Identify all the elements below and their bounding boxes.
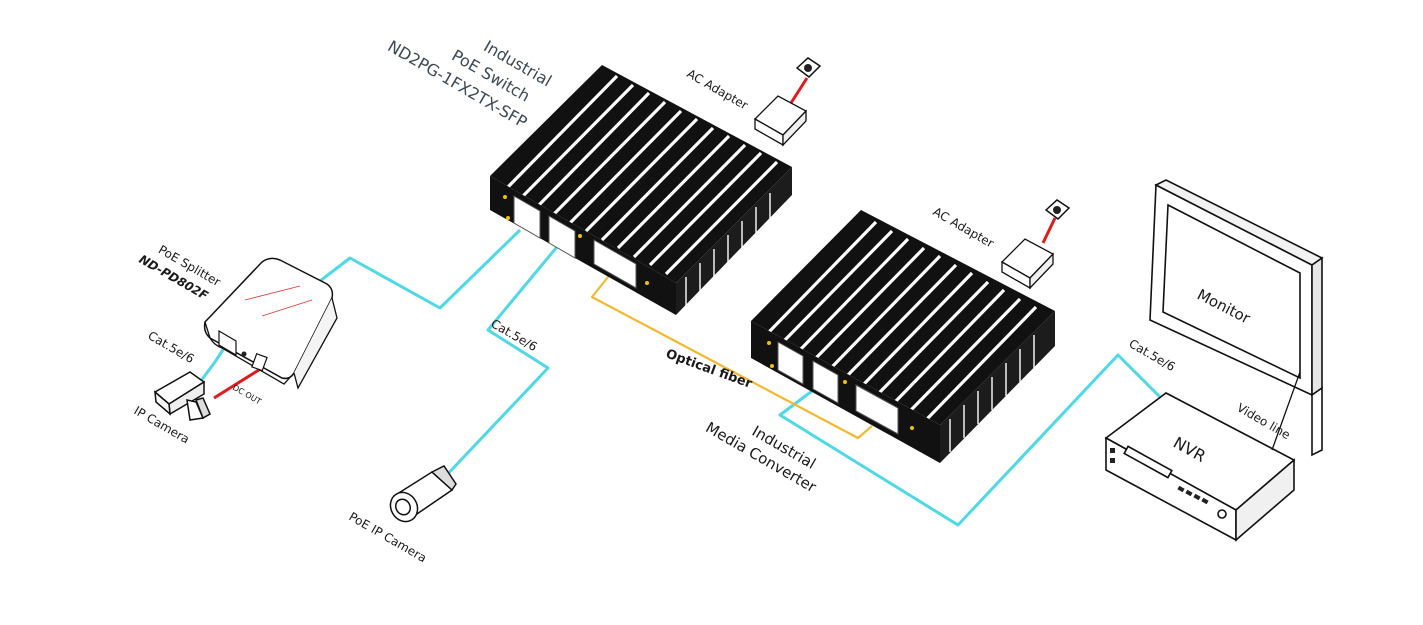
switch-led	[645, 281, 649, 285]
converter-side-fins	[949, 335, 1035, 452]
splitter-dc-port	[251, 352, 268, 372]
poe-ip-camera-label: PoE IP Camera	[347, 509, 430, 565]
switch-led	[503, 195, 507, 199]
converter-led	[910, 426, 914, 430]
optical-fiber-label: Optical fiber	[664, 347, 755, 392]
power-cables	[213, 77, 1057, 400]
media-converter-label: Industrial Media Converter	[703, 418, 821, 496]
switch-sfp-port	[593, 239, 637, 289]
switch-led	[578, 234, 582, 238]
nvr-buttons	[1110, 448, 1209, 505]
monitor-icon	[1149, 179, 1324, 457]
converter-led	[843, 380, 847, 384]
converter-led	[767, 341, 771, 345]
converter-side-face	[940, 311, 1055, 463]
wall-socket-icon	[1044, 199, 1071, 220]
wall-socket-icon	[795, 57, 822, 78]
nvr-icon	[1104, 392, 1296, 542]
ac-adapter-converter	[1000, 238, 1055, 290]
cable-label-splitter: Cat.5e/6	[146, 328, 197, 366]
power-cable-switch	[789, 77, 809, 104]
switch-port-1	[513, 195, 541, 239]
fiber-cable	[590, 271, 873, 440]
video-line-cable	[1271, 371, 1301, 451]
optical-fiber-line	[590, 271, 873, 440]
power-cable-splitter	[213, 366, 263, 400]
ethernet-cables	[198, 228, 1170, 527]
poe-splitter-label: PoE Splitter ND-PD802F	[137, 242, 223, 303]
power-cable-converter	[1041, 217, 1057, 244]
ethernet-cable-converter-to-nvr	[778, 353, 1170, 527]
cable-label-nvr: Cat.5e/6	[1127, 336, 1178, 374]
ac-adapter-label-converter: AC Adapter	[931, 204, 997, 250]
dc-out-label: DC OUT	[231, 383, 263, 407]
ip-camera-icon	[153, 371, 211, 421]
converter-sfp-port	[855, 384, 899, 435]
ac-adapter-label-switch: AC Adapter	[685, 66, 751, 112]
industrial-media-converter	[751, 210, 1055, 463]
poe-splitter	[203, 257, 338, 390]
splitter-led	[241, 351, 247, 357]
switch-port-2	[548, 215, 576, 259]
converter-port-1	[777, 341, 804, 385]
ip-camera-label: IP Camera	[132, 403, 192, 446]
converter-heatsink-fins	[765, 220, 1038, 421]
ethernet-cable-splitter-to-ipcamera	[198, 344, 228, 383]
ethernet-cable-switch-to-poe-camera	[440, 235, 568, 482]
industrial-poe-switch	[490, 65, 792, 315]
converter-port-2	[812, 360, 839, 404]
switch-side-face	[676, 167, 792, 315]
ac-adapter-switch	[753, 95, 808, 147]
ethernet-cable-splitter-to-switch	[319, 228, 522, 310]
switch-heatsink-fins	[504, 74, 779, 276]
converter-led	[770, 364, 774, 368]
switch-side-fins	[685, 193, 771, 306]
poe-ip-camera-icon	[389, 465, 457, 523]
splitter-rj45-port	[218, 329, 237, 357]
switch-label: Industrial PoE Switch ND2PG-1FX2TX-SFP	[385, 36, 555, 131]
switch-led	[506, 216, 510, 220]
